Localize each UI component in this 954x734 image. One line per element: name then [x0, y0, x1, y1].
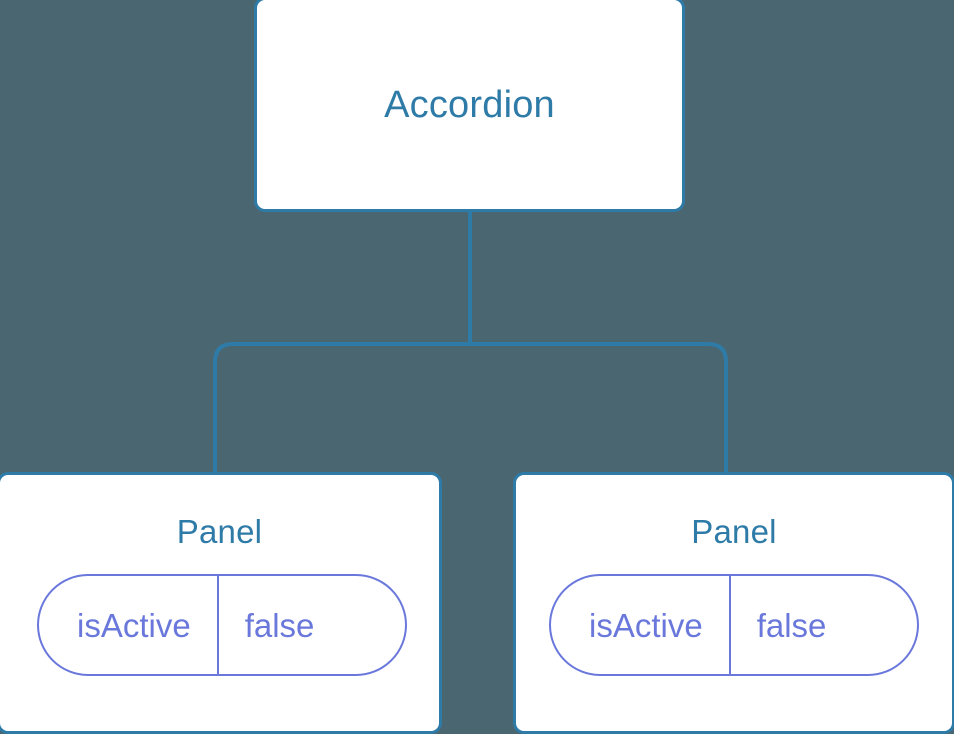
node-panel-2[interactable]: Panel isActive false: [513, 472, 954, 734]
link-accordion-to-panel-left: [213, 211, 472, 478]
prop-pill-isactive-1[interactable]: isActive false: [37, 574, 407, 676]
node-panel-1[interactable]: Panel isActive false: [0, 472, 442, 734]
prop-key-isactive-2: isActive: [589, 606, 703, 644]
node-accordion-label: Accordion: [384, 83, 555, 126]
prop-value-isactive-1: false: [216, 576, 353, 674]
node-panel-2-label: Panel: [691, 513, 777, 550]
node-accordion[interactable]: Accordion: [254, 0, 685, 212]
node-panel-1-label: Panel: [176, 513, 263, 550]
prop-pill-isactive-2[interactable]: isActive false: [549, 574, 919, 676]
prop-key-isactive-1: isActive: [77, 606, 191, 644]
link-accordion-to-panel-right: [468, 211, 728, 478]
prop-value-isactive-2: false: [728, 576, 865, 674]
